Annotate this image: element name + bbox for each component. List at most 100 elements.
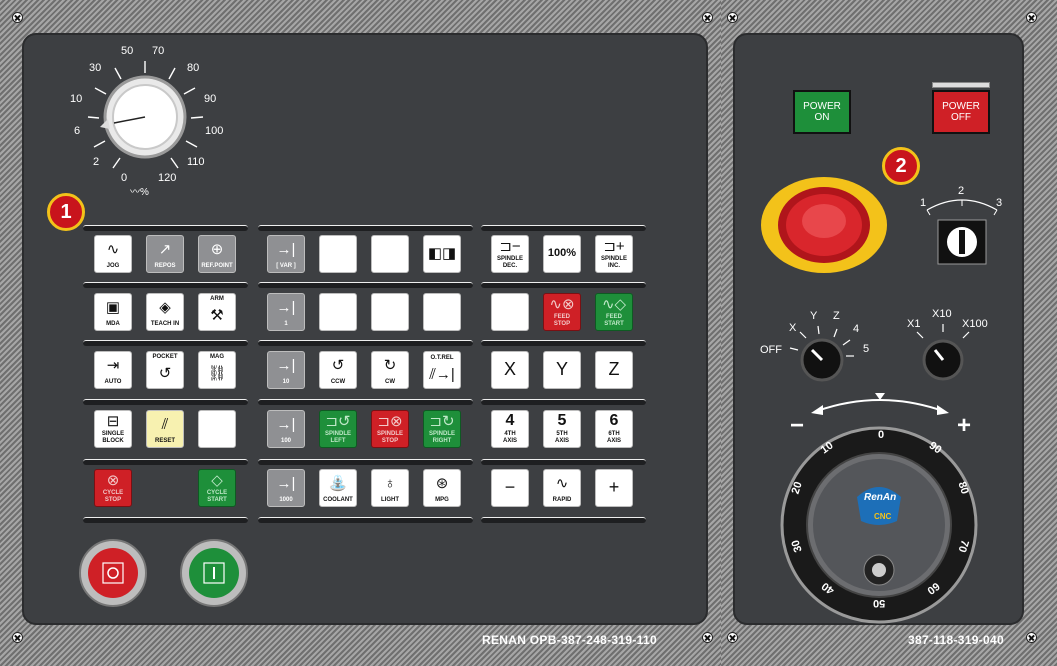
spindle-100-button[interactable]: 100% (543, 235, 581, 273)
cycle-start-label: CYCLE START (206, 490, 228, 503)
axis-selector-knob[interactable] (782, 318, 862, 388)
mda-label: MDA (106, 321, 120, 327)
blank-key[interactable] (319, 293, 357, 331)
reset-label: RESET (154, 438, 175, 444)
arm-icon: ⚒ (210, 307, 224, 324)
reset-button[interactable]: ⫽RESET (146, 410, 184, 448)
feed-stop-button[interactable]: ∿⊗FEED STOP (543, 293, 581, 331)
repos-label: REPOS (154, 263, 176, 269)
spindle-inc-button[interactable]: ⊐+SPINDLE INC. (595, 235, 633, 273)
cycle-stop-button[interactable]: ⊗CYCLE STOP (94, 469, 132, 507)
spindle-right-button[interactable]: ⊐↻SPINDLE RIGHT (423, 410, 461, 448)
pocket-icon: ↺ (158, 365, 172, 382)
manual-pulse-generator-handwheel[interactable] (779, 425, 979, 625)
increment-1-button[interactable]: →|1 (267, 293, 305, 331)
spindle-stop-icon: ⊐⊗ (377, 412, 403, 430)
single-block-icon: ⊟ (106, 412, 120, 430)
step-selector-knob[interactable] (905, 318, 981, 388)
key-slot (481, 225, 646, 231)
spindle-100-label: 100% (547, 246, 577, 259)
cycle-start-button[interactable]: ◇CYCLE START (198, 469, 236, 507)
increment-10-label: 10 (282, 379, 290, 385)
single-block-button[interactable]: ⊟SINGLE BLOCK (94, 410, 132, 448)
increment-10-button[interactable]: →|10 (267, 351, 305, 389)
magazine-button[interactable]: MAG⛓ (198, 351, 236, 389)
feed-tick-80: 80 (187, 62, 200, 74)
door-toggle-button[interactable]: ◧◨ (423, 235, 461, 273)
jog-button[interactable]: ∿JOG (94, 235, 132, 273)
cw-button[interactable]: ↻CW (371, 351, 409, 389)
axis-selector-z: Z (833, 310, 840, 322)
blank-key[interactable] (198, 410, 236, 448)
feed-stop-icon: ∿⊗ (549, 295, 575, 313)
axis-y-button[interactable]: Y (543, 351, 581, 389)
mda-button[interactable]: ▣MDA (94, 293, 132, 331)
blank-key[interactable] (491, 293, 529, 331)
emergency-stop-button[interactable] (756, 175, 892, 275)
single-block-label: SINGLE BLOCK (101, 431, 125, 444)
rotate-cw-icon: ↻ (383, 357, 397, 374)
key-slot (83, 282, 248, 288)
blank-key[interactable] (371, 235, 409, 273)
spindle-stop-button[interactable]: ⊐⊗SPINDLE STOP (371, 410, 409, 448)
feed-override-knob[interactable] (80, 55, 210, 185)
power-on-label: POWER ON (803, 101, 841, 123)
rapid-button[interactable]: ∿RAPID (543, 469, 581, 507)
rapid-wave-icon: ∿ (555, 475, 569, 492)
increment-1000-button[interactable]: →|1000 (267, 469, 305, 507)
power-on-button[interactable]: POWER ON (793, 90, 851, 134)
ccw-button[interactable]: ↺CCW (319, 351, 357, 389)
light-button[interactable]: ♁LIGHT (371, 469, 409, 507)
program-stop-button[interactable] (78, 538, 148, 608)
var-label: [ VAR ] (276, 263, 296, 269)
screw-icon (727, 12, 738, 23)
minus-button[interactable]: − (491, 469, 529, 507)
axis-z-button[interactable]: Z (595, 351, 633, 389)
key-slot (481, 459, 646, 465)
program-start-button[interactable] (179, 538, 249, 608)
feed-tick-2: 2 (93, 156, 100, 168)
zigzag-icon: 〰 (130, 187, 140, 198)
power-off-button[interactable]: POWER OFF (932, 90, 990, 134)
spindle-left-button[interactable]: ⊐↺SPINDLE LEFT (319, 410, 357, 448)
auto-icon: ⇥ (106, 357, 120, 374)
auto-button[interactable]: ⇥AUTO (94, 351, 132, 389)
plus-button[interactable]: + (595, 469, 633, 507)
mpg-button[interactable]: ⊛MPG (423, 469, 461, 507)
overtravel-release-button[interactable]: O.T.REL⫽→| (423, 351, 461, 389)
increment-100-button[interactable]: →|100 (267, 410, 305, 448)
spindle-dec-button[interactable]: ⊐−SPINDLE DEC. (491, 235, 529, 273)
axis-x-button[interactable]: X (491, 351, 529, 389)
feed-tick-6: 6 (74, 125, 81, 137)
pocket-button[interactable]: POCKET↺ (146, 351, 184, 389)
teach-in-button[interactable]: ◈TEACH IN (146, 293, 184, 331)
key-slot (83, 399, 248, 405)
feed-start-label: FEED START (604, 314, 624, 327)
arm-button[interactable]: ARM⚒ (198, 293, 236, 331)
feed-start-button[interactable]: ∿◇FEED START (595, 293, 633, 331)
increment-1-label: 1 (284, 321, 288, 327)
var-increment-button[interactable]: →| [ VAR ] (267, 235, 305, 273)
feed-tick-30: 30 (89, 62, 102, 74)
blank-key[interactable] (423, 293, 461, 331)
plus-label: + (608, 477, 620, 497)
ref-point-button[interactable]: ⊕REF.POINT (198, 235, 236, 273)
repos-button[interactable]: ↗ REPOS (146, 235, 184, 273)
left-model-number: RENAN OPB-387-248-319-110 (482, 633, 657, 647)
light-bulb-icon: ♁ (384, 475, 396, 492)
repos-icon: ↗ (158, 241, 172, 258)
coolant-button[interactable]: ⛲COOLANT (319, 469, 357, 507)
blank-key[interactable] (371, 293, 409, 331)
right-model-number: 387-118-319-040 (908, 633, 1004, 647)
key-switch[interactable] (912, 188, 1012, 268)
increment-arrow-icon: →| (276, 241, 296, 258)
coolant-label: COOLANT (323, 497, 353, 503)
blank-key[interactable] (319, 235, 357, 273)
ccw-label: CCW (330, 379, 346, 385)
key-slot (83, 517, 248, 523)
key-switch-tick-1: 1 (920, 197, 927, 209)
feed-tick-100: 100 (205, 125, 224, 137)
